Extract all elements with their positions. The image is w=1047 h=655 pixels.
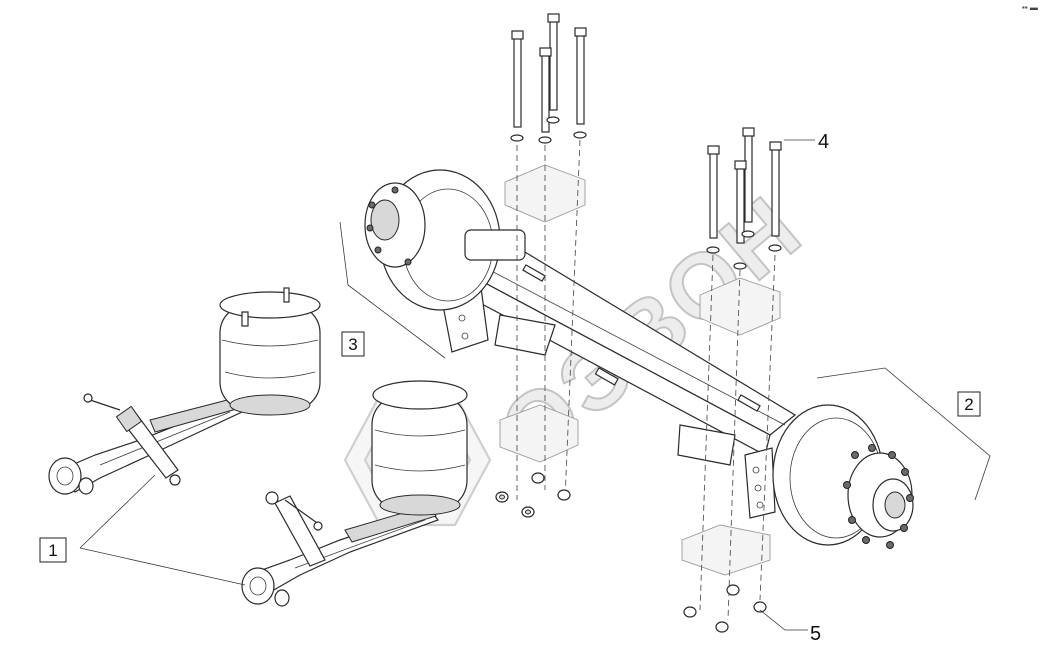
callout-5: 5 bbox=[810, 623, 821, 645]
callout-4-label: 4 bbox=[818, 131, 829, 153]
callout-3: 3 bbox=[341, 331, 365, 357]
alignment-lines bbox=[516, 139, 776, 621]
callout-1-label: 1 bbox=[48, 541, 57, 560]
corner-mark: ▪▪ ▬ bbox=[1022, 3, 1038, 12]
callout-5-label: 5 bbox=[810, 623, 821, 645]
u-bolts-left bbox=[510, 13, 587, 144]
leader-lines bbox=[79, 139, 991, 631]
clamp-plates bbox=[499, 164, 781, 576]
callout-1: 1 bbox=[39, 537, 67, 563]
suspension-left-assembly bbox=[48, 287, 468, 607]
callout-3-label: 3 bbox=[348, 335, 357, 354]
callout-2-label: 2 bbox=[964, 395, 973, 414]
callout-2: 2 bbox=[957, 391, 981, 417]
nuts-washers bbox=[495, 472, 767, 633]
u-bolts-right bbox=[706, 127, 782, 270]
axle-assembly bbox=[364, 169, 914, 549]
callout-4: 4 bbox=[818, 131, 829, 153]
